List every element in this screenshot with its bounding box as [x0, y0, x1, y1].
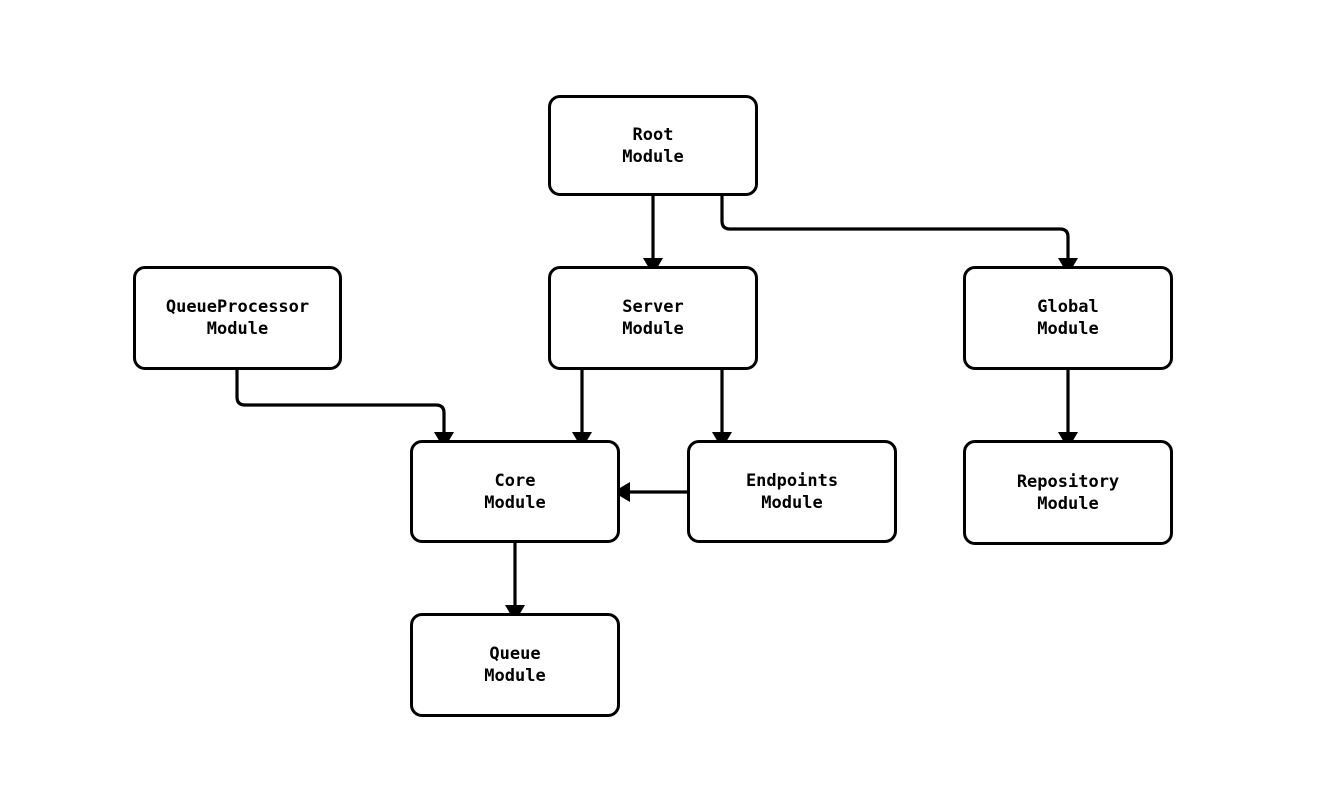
- node-core-module[interactable]: Core Module: [410, 440, 620, 543]
- node-label: Global Module: [1037, 297, 1099, 339]
- node-global-module[interactable]: Global Module: [963, 266, 1173, 370]
- node-label: Root Module: [622, 124, 684, 167]
- node-repository-module[interactable]: Repository Module: [963, 440, 1173, 545]
- node-queue-module[interactable]: Queue Module: [410, 613, 620, 717]
- node-server-module[interactable]: Server Module: [548, 266, 758, 370]
- node-label: Server Module: [622, 297, 684, 339]
- node-label: Repository Module: [1016, 471, 1120, 514]
- node-label: Core Module: [484, 470, 546, 513]
- node-label: Endpoints Module: [745, 470, 839, 513]
- node-queueprocessor-module[interactable]: QueueProcessor Module: [133, 266, 342, 370]
- node-root-module[interactable]: Root Module: [548, 95, 758, 196]
- node-endpoints-module[interactable]: Endpoints Module: [687, 440, 897, 543]
- edge-queueprocessor-to-core: [235, 370, 446, 432]
- node-label: Queue Module: [484, 644, 546, 686]
- edge-root-to-global: [720, 196, 1070, 258]
- node-label: QueueProcessor Module: [165, 297, 310, 339]
